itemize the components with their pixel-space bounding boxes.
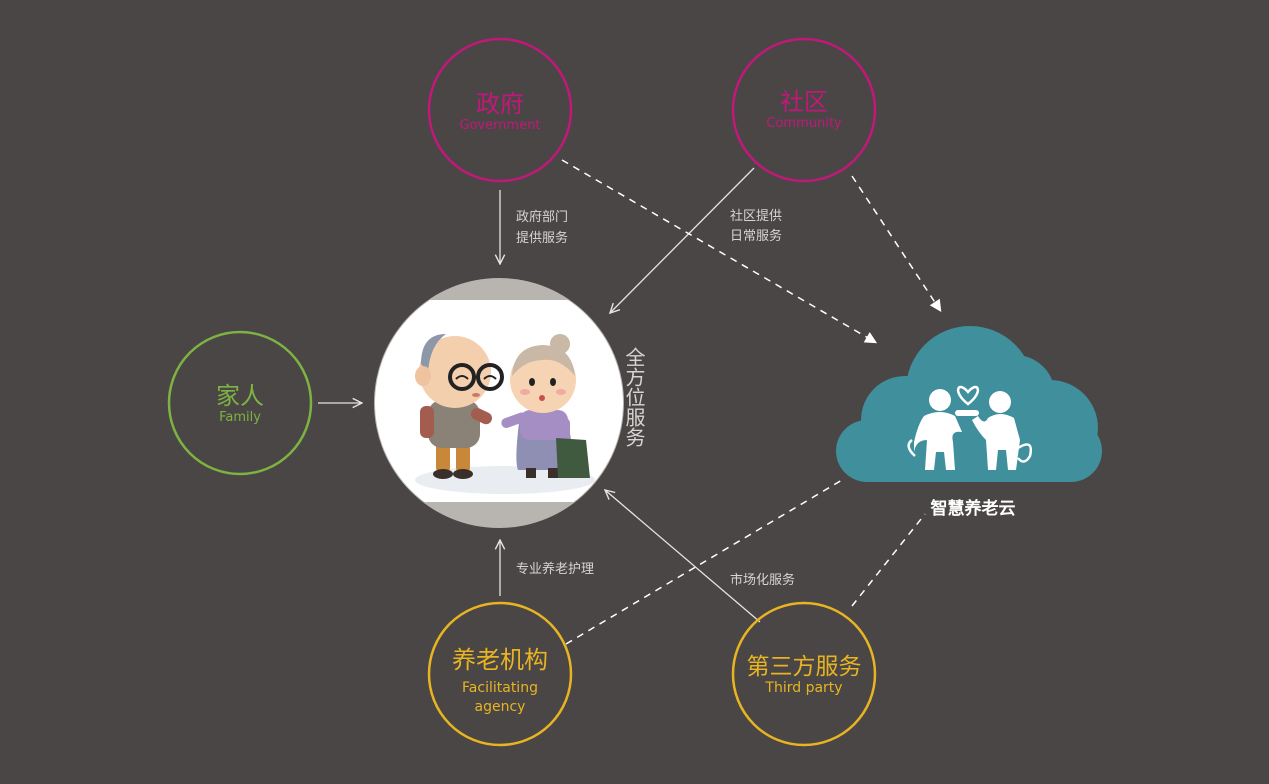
gov-to-cloud-dashed-arrow bbox=[561, 159, 878, 344]
cloud-node: 智慧养老云 bbox=[836, 326, 1102, 519]
elderly-couple-icon bbox=[907, 385, 1032, 470]
center-node: 全方位服务 bbox=[374, 278, 646, 528]
grandma-illustration bbox=[501, 334, 590, 478]
agency-zh-label: 养老机构 bbox=[452, 646, 548, 674]
community-edge-label-line1: 社区提供 bbox=[730, 208, 782, 224]
government-en-label: Government bbox=[459, 118, 540, 133]
government-node: 政府 Government bbox=[427, 37, 573, 183]
family-node: 家人 Family bbox=[167, 330, 313, 476]
third-party-en-label: Third party bbox=[764, 680, 842, 696]
community-zh-label: 社区 bbox=[780, 88, 828, 116]
third-party-zh-label: 第三方服务 bbox=[747, 654, 862, 680]
third-party-to-cloud-dashed-line bbox=[851, 513, 926, 607]
cloud-label: 智慧养老云 bbox=[931, 498, 1016, 519]
agency-edge-label: 专业养老护理 bbox=[516, 561, 594, 577]
third-party-to-center-arrow bbox=[605, 490, 761, 623]
community-to-cloud-dashed-arrow bbox=[851, 175, 942, 313]
agency-en-label-line1: Facilitating bbox=[462, 680, 538, 696]
community-node: 社区 Community bbox=[731, 37, 877, 183]
third-party-node: 第三方服务 Third party bbox=[731, 601, 877, 747]
connectors bbox=[318, 159, 942, 645]
center-vertical-label: 全方位服务 bbox=[622, 347, 646, 447]
third-party-edge-label: 市场化服务 bbox=[730, 572, 795, 588]
family-en-label: Family bbox=[219, 410, 261, 425]
gov-edge-label-line2: 提供服务 bbox=[516, 230, 568, 246]
grandpa-illustration bbox=[415, 334, 504, 479]
community-to-center-arrow bbox=[610, 167, 755, 313]
government-zh-label: 政府 bbox=[476, 90, 524, 118]
agency-node: 养老机构 Facilitating agency bbox=[427, 601, 573, 747]
community-en-label: Community bbox=[766, 116, 842, 131]
gov-edge-label-line1: 政府部门 bbox=[516, 210, 568, 225]
community-edge-label-line2: 日常服务 bbox=[730, 228, 782, 244]
family-zh-label: 家人 bbox=[216, 382, 264, 410]
agency-to-cloud-dashed-line bbox=[565, 479, 843, 645]
agency-en-label-line2: agency bbox=[475, 699, 526, 715]
edge-labels: 政府部门 提供服务 社区提供 日常服务 专业养老护理 市场化服务 bbox=[516, 208, 795, 588]
